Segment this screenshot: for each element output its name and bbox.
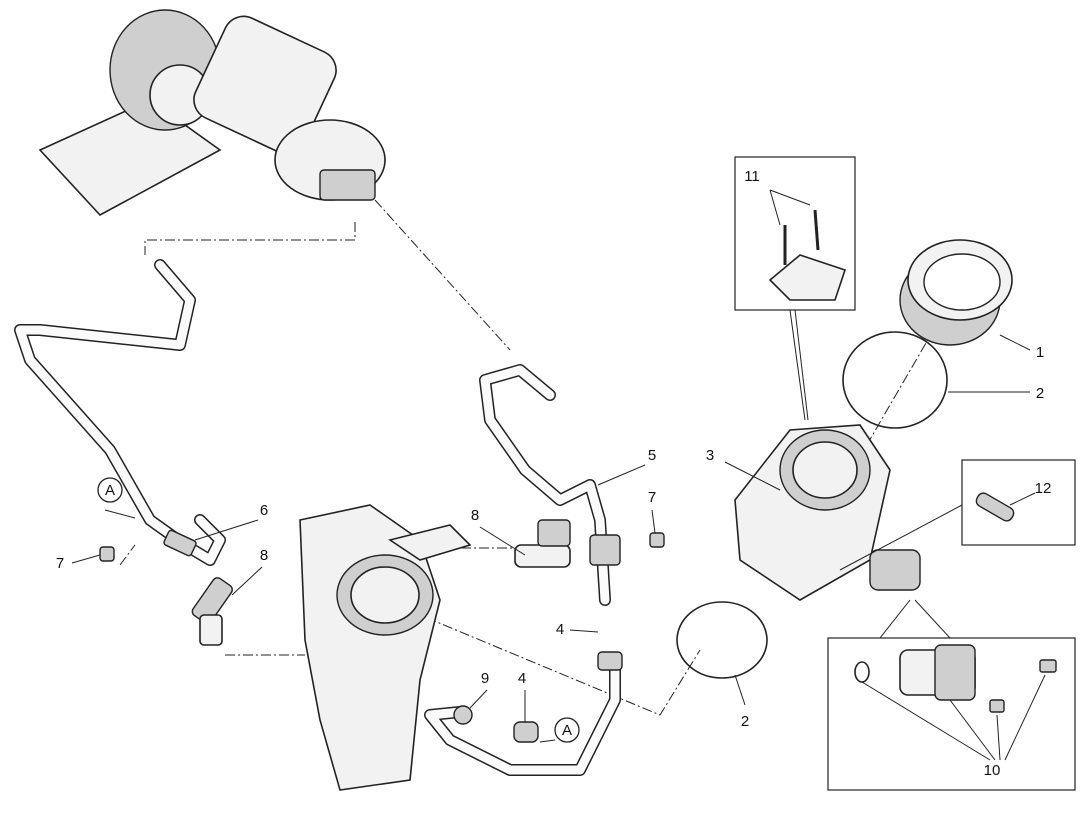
callout-8: 8 <box>260 547 268 564</box>
injector-right <box>514 519 571 568</box>
callout-7: 7 <box>648 489 656 506</box>
clamp-lower <box>676 601 768 679</box>
callout-11: 11 <box>744 168 760 185</box>
intake-boot <box>899 239 1013 346</box>
callout-4: 4 <box>518 670 526 687</box>
fuel-line-right <box>479 364 621 606</box>
fuel-pump-assembly <box>38 9 386 216</box>
callout-5: 5 <box>648 447 656 464</box>
connector-a-left: A <box>97 477 123 503</box>
intake-manifold <box>299 504 472 791</box>
detail-box-sensor <box>734 156 856 421</box>
callout-12: 12 <box>1035 480 1052 497</box>
injector-left <box>191 577 233 646</box>
callout-7: 7 <box>56 555 64 572</box>
connector-a-right: A <box>554 717 580 743</box>
screw-left <box>99 546 115 562</box>
lower-hose <box>424 651 623 776</box>
screw-right <box>649 532 665 548</box>
callout-6: 6 <box>260 502 268 519</box>
connector-label: A <box>105 482 115 499</box>
detail-box-seal <box>839 459 1076 571</box>
callout-3: 3 <box>706 447 714 464</box>
callout-1: 1 <box>1036 344 1044 361</box>
throttle-body <box>734 424 921 601</box>
callout-2: 2 <box>1036 385 1044 402</box>
connector-label: A <box>562 722 572 739</box>
callout-4: 4 <box>556 621 564 638</box>
fuel-line-left <box>14 259 226 566</box>
callouts: 1 2 2 3 4 4 5 6 7 7 8 8 9 10 11 12 <box>56 168 1052 779</box>
callout-2: 2 <box>741 713 749 730</box>
callout-9: 9 <box>481 670 489 687</box>
detail-box-actuator <box>827 599 1076 791</box>
callout-10: 10 <box>984 762 1001 779</box>
callout-8: 8 <box>471 507 479 524</box>
leader-lines <box>71 334 1031 743</box>
clamp-upper <box>842 331 948 429</box>
